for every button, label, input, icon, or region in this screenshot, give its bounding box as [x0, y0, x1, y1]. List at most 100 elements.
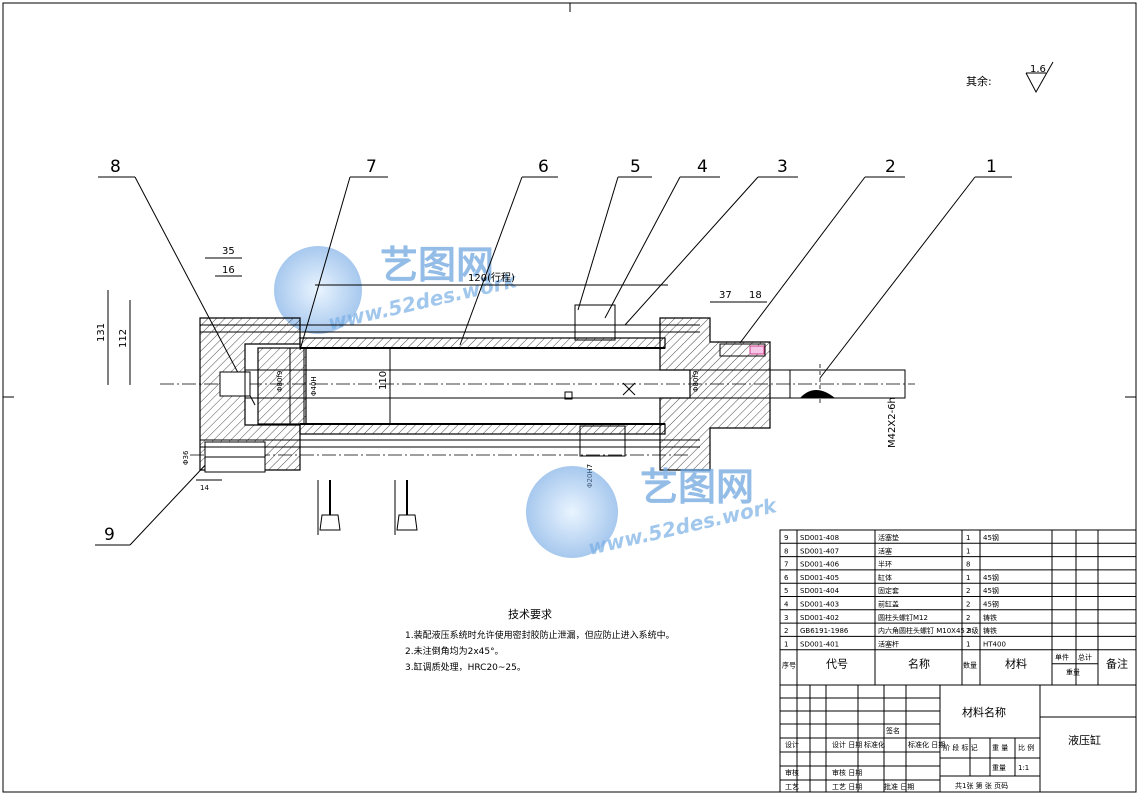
front-cap — [659, 317, 771, 471]
bom-header-no: 序号 — [782, 661, 796, 670]
bom-row-code: SD001-403 — [800, 601, 839, 609]
dim-phi36: Φ36 — [182, 450, 190, 465]
tb-design-date: 设计 日期 — [832, 740, 862, 749]
bom-row-no: 3 — [784, 614, 788, 622]
bom-row-name: 固定套 — [878, 586, 899, 595]
dim-14: 14 — [200, 484, 209, 492]
dim-thread: M42X2-6h — [887, 397, 898, 448]
bom-row-code: SD001-405 — [800, 574, 839, 582]
bom-row-name: 半环 — [878, 560, 892, 569]
bom-header-remark: 备注 — [1106, 657, 1128, 671]
dim-stroke: 120(行程) — [468, 271, 515, 284]
watermark-top: 艺图网 www.52des.work — [274, 243, 520, 335]
bom-row-name: 活塞垫 — [878, 533, 899, 542]
tb-audit: 审核 — [785, 768, 799, 777]
tech-line-3: 3.缸调质处理，HRC20~25。 — [405, 661, 526, 673]
cylinder-assembly — [160, 304, 915, 535]
tb-audit-date: 审核 日期 — [832, 768, 862, 777]
dim-110: 110 — [378, 371, 389, 390]
tech-line-1: 1.装配液压系统时允许使用密封胶防止泄漏，但应防止进入系统中。 — [405, 629, 675, 641]
tb-sheets: 共1张 第 张 页码 — [955, 781, 1008, 790]
bom-row-name: 缸体 — [878, 573, 892, 582]
bom-row-no: 4 — [784, 601, 789, 609]
bom-row-mat: 45钢 — [983, 533, 999, 542]
bom-table: 9 SD001-408 活塞垫 1 45钢 8 SD001-407 活塞 1 7 SD001-406… — [779, 529, 1137, 686]
balloon-6: 6 — [538, 157, 549, 177]
bom-row-code: SD001-404 — [800, 587, 840, 595]
bom-row-code: GB6191-1986 — [800, 627, 849, 635]
dim-35: 35 — [222, 246, 235, 257]
roughness-label: 其余: — [966, 74, 992, 88]
balloon-7: 7 — [366, 157, 377, 177]
bom-row-name: 活塞 — [878, 546, 892, 555]
dim-16: 16 — [222, 265, 235, 276]
bom-row-no: 9 — [784, 534, 788, 542]
bom-row-qty: 2 — [966, 601, 970, 609]
bom-row-code: SD001-402 — [800, 614, 839, 622]
tb-weight2: 重量 — [992, 764, 1006, 772]
bom-row-mat: 铸铁 — [983, 626, 997, 635]
bom-header-weight: 重量 — [1066, 669, 1080, 677]
bom-row-name: 圆柱头螺钉M12 — [878, 613, 928, 622]
tb-std-date: 标准化 日期 — [908, 740, 945, 749]
bom-row-mat: HT400 — [983, 640, 1006, 648]
watermark-cn-2: 艺图网 — [640, 465, 754, 509]
bom-row-qty: 8 — [966, 561, 970, 569]
bom-row-no: 6 — [784, 574, 789, 582]
bom-row-code: SD001-407 — [800, 547, 839, 555]
bom-row-name: 前缸盖 — [878, 600, 899, 609]
dim-37: 37 — [719, 290, 732, 301]
bom-row-no: 7 — [784, 561, 788, 569]
roughness-value: 1.6 — [1030, 64, 1046, 75]
balloon-9: 9 — [104, 525, 115, 545]
bom-header-qty: 数量 — [963, 661, 977, 670]
tb-approve: 批准 日期 — [884, 782, 914, 791]
watermark-bottom: 艺图网 www.52des.work — [526, 465, 780, 560]
watermark-globe-icon — [274, 246, 362, 334]
tb-weight: 重 量 — [992, 744, 1008, 752]
tb-scale: 比 例 — [1018, 743, 1034, 752]
dim-phi80-left: Φ80f9 — [276, 371, 284, 392]
bom-row-code: SD001-406 — [800, 561, 840, 569]
bom-row-qty: 2 — [966, 627, 970, 635]
tb-std: 标准化 — [864, 740, 885, 749]
bom-row-mat: 铸铁 — [983, 613, 997, 622]
bom-row-code: SD001-408 — [800, 534, 839, 542]
bom-header-mat: 材料 — [1005, 657, 1027, 671]
tb-stage: 阶 段 标 记 — [943, 743, 978, 752]
dim-phi80-right: Φ80f9 — [692, 371, 700, 392]
tb-design: 设计 — [785, 740, 799, 749]
balloon-4: 4 — [697, 157, 708, 177]
balloon-8: 8 — [110, 157, 121, 177]
bom-header-total: 总计 — [1078, 653, 1092, 662]
tech-title: 技术要求 — [508, 608, 552, 621]
bom-row-qty: 2 — [966, 614, 970, 622]
dim-131: 131 — [96, 323, 107, 342]
title-block: 材料名称 液压缸 签名 设计 设计 日期 标准化 标准化 日期 审核 审核 日期… — [779, 684, 1137, 793]
bom-row-qty: 2 — [966, 587, 970, 595]
bom-row-code: SD001-401 — [800, 640, 839, 648]
bom-row-name: 活塞杆 — [878, 639, 899, 648]
balloon-5: 5 — [630, 157, 641, 177]
bom-header-unit: 单件 — [1055, 653, 1069, 662]
surface-roughness: 其余: 1.6 — [966, 61, 1054, 94]
bom-row-no: 5 — [784, 587, 788, 595]
bom-row-qty: 1 — [966, 640, 970, 648]
technical-requirements: 技术要求 1.装配液压系统时允许使用密封胶防止泄漏，但应防止进入系统中。 2.未… — [405, 608, 675, 673]
bom-row-no: 2 — [784, 627, 788, 635]
tb-sign: 签名 — [886, 726, 900, 735]
tb-process-date: 工艺 日期 — [832, 783, 862, 791]
tb-process: 工艺 — [785, 783, 799, 791]
dim-112: 112 — [118, 329, 129, 348]
bom-header-name: 名称 — [908, 657, 930, 671]
balloon-1: 1 — [986, 157, 997, 177]
balloon-3: 3 — [777, 157, 788, 177]
bom-row-no: 1 — [784, 640, 788, 648]
bom-row-mat: 45钢 — [983, 600, 999, 609]
bom-row-mat: 45钢 — [983, 586, 999, 595]
tb-material: 材料名称 — [962, 705, 1006, 719]
watermark-globe-icon-2 — [526, 466, 618, 558]
balloon-numbers: 1 2 3 4 5 6 7 8 9 — [104, 157, 997, 545]
dim-phi40: Φ40H — [310, 376, 318, 396]
